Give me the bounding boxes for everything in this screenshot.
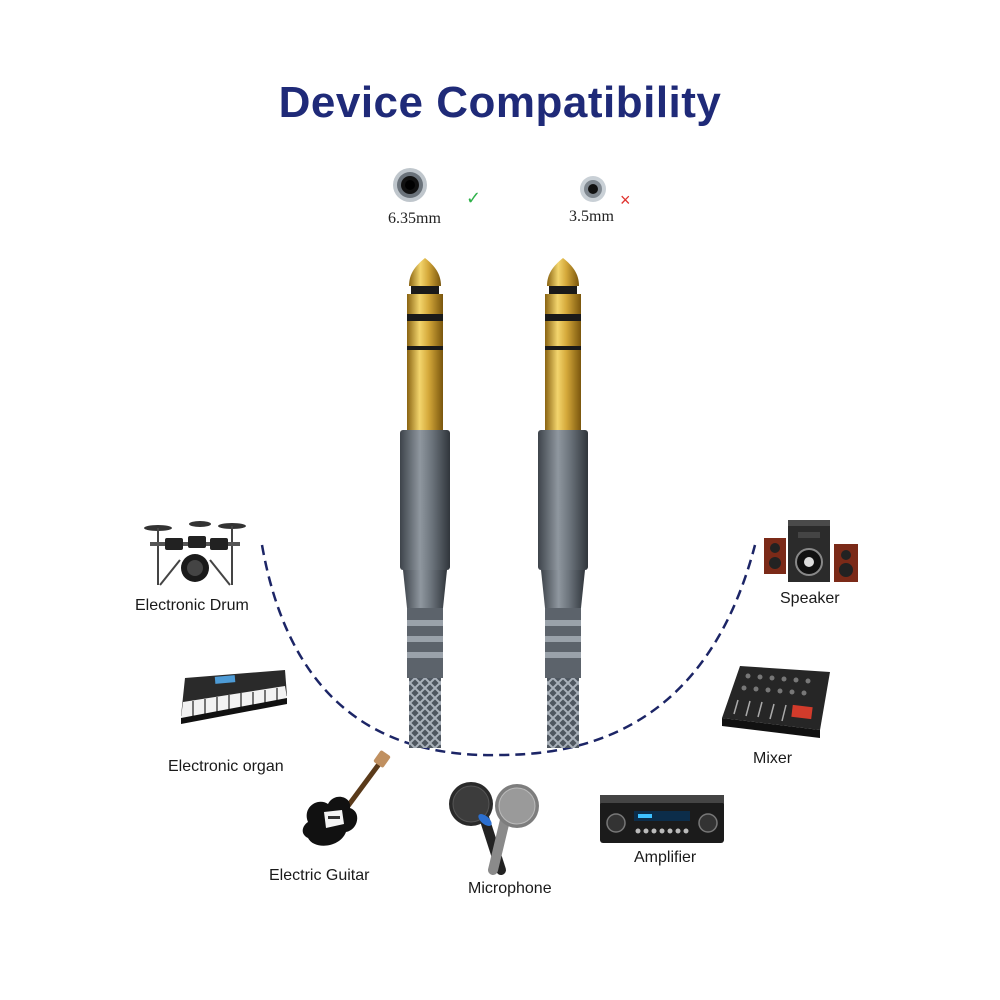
speaker-icon <box>764 520 858 582</box>
device-label-speaker: Speaker <box>780 590 840 607</box>
device-label-microphone: Microphone <box>468 880 552 897</box>
microphone-icon <box>449 782 539 875</box>
page-title: Device Compatibility <box>278 78 722 127</box>
device-label-electric-guitar: Electric Guitar <box>269 867 370 884</box>
keyboard-icon <box>181 670 287 724</box>
amplifier-icon <box>600 795 724 843</box>
compatible-check-icon: ✓ <box>466 188 482 208</box>
incompatible-cross-icon: × <box>620 190 631 210</box>
drum-kit-icon <box>144 521 246 586</box>
mixer-icon <box>722 666 830 738</box>
device-label-electronic-drum: Electronic Drum <box>135 597 249 614</box>
jack-size-label-6-35mm: 6.35mm <box>388 210 441 227</box>
device-label-mixer: Mixer <box>753 750 793 767</box>
jack-6-35mm-icon <box>393 168 427 202</box>
jack-size-label-3-5mm: 3.5mm <box>569 208 614 225</box>
guitar-icon <box>302 750 391 846</box>
jack-3-5mm-icon <box>580 176 606 202</box>
trs-plug-left-icon <box>400 258 450 748</box>
device-label-amplifier: Amplifier <box>634 849 697 866</box>
trs-plug-right-icon <box>538 258 588 748</box>
device-label-electronic-organ: Electronic organ <box>168 758 284 775</box>
